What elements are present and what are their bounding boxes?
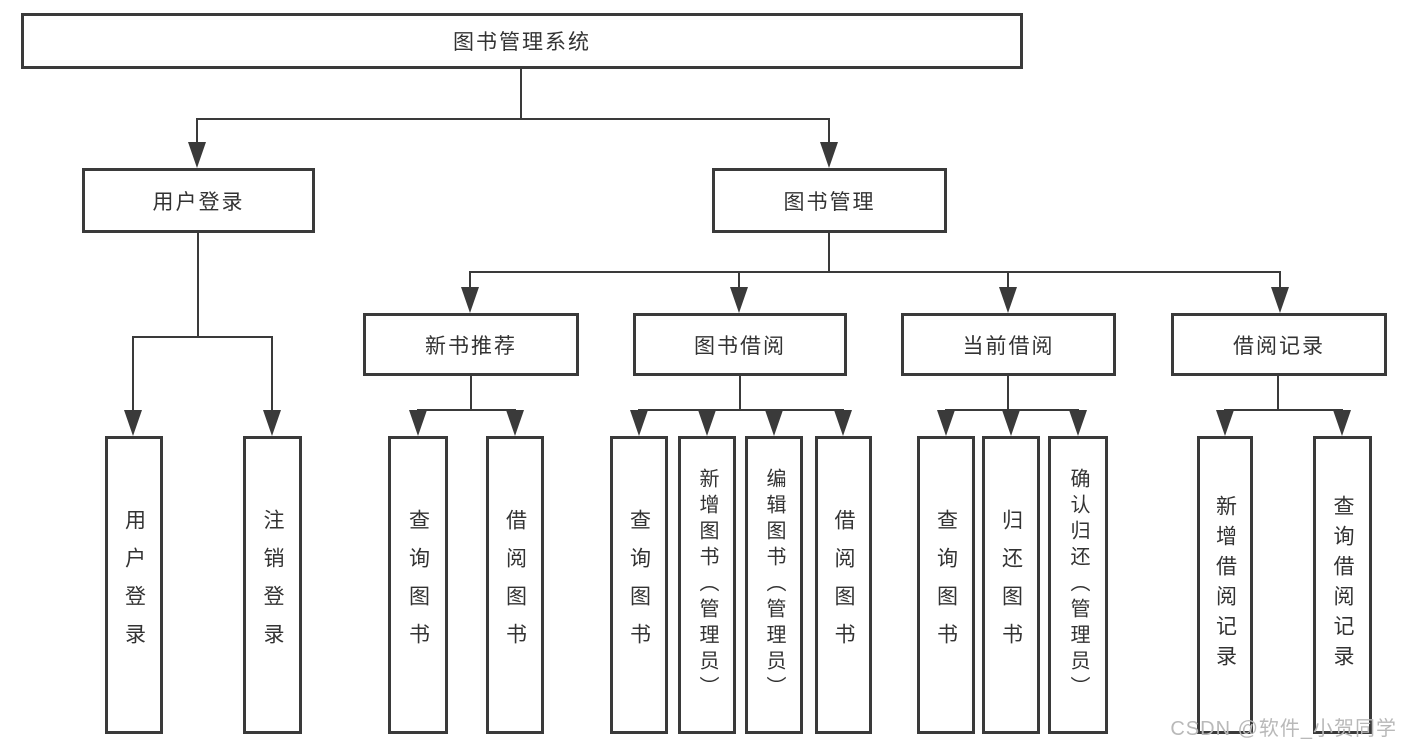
connector-v (196, 118, 198, 148)
arrow-down-icon (765, 410, 783, 436)
arrow-down-icon (1002, 410, 1020, 436)
node-book-borrowing: 图书借阅 (633, 313, 847, 376)
node-borrow-records: 借阅记录 (1171, 313, 1387, 376)
leaf-query-borrow-record: 查询借阅记录 (1313, 436, 1372, 734)
connector-v (1279, 271, 1281, 293)
connector-h (417, 409, 516, 411)
connector-v (271, 336, 273, 416)
arrow-down-icon (1271, 287, 1289, 313)
connector-h (132, 336, 273, 338)
connector-v (828, 233, 830, 271)
leaf-return-books: 归还图书 (982, 436, 1040, 734)
leaf-add-borrow-record: 新增借阅记录 (1197, 436, 1253, 734)
connector-v (520, 69, 522, 119)
node-current-borrowing: 当前借阅 (901, 313, 1116, 376)
connector-v (828, 118, 830, 148)
arrow-down-icon (1333, 410, 1351, 436)
connector-h (469, 271, 1281, 273)
connector-h (1224, 409, 1343, 411)
arrow-down-icon (461, 287, 479, 313)
connector-v (132, 336, 134, 416)
arrow-down-icon (937, 410, 955, 436)
connector-v (470, 376, 472, 409)
watermark: CSDN @软件_小贺同学 (1170, 718, 1397, 740)
arrow-down-icon (506, 410, 524, 436)
arrow-down-icon (409, 410, 427, 436)
connector-v (469, 271, 471, 293)
leaf-query-books-recommend: 查询图书 (388, 436, 448, 734)
arrow-down-icon (1069, 410, 1087, 436)
arrow-down-icon (630, 410, 648, 436)
connector-v (739, 376, 741, 409)
connector-v (738, 271, 740, 293)
arrow-down-icon (263, 410, 281, 436)
arrow-down-icon (188, 142, 206, 168)
node-user-login: 用户登录 (82, 168, 315, 233)
arrow-down-icon (730, 287, 748, 313)
connector-v (197, 233, 199, 336)
leaf-confirm-return-admin: 确认归还（管理员） (1048, 436, 1108, 734)
connector-h (196, 118, 830, 120)
arrow-down-icon (698, 410, 716, 436)
leaf-edit-books-admin: 编辑图书（管理员） (745, 436, 803, 734)
leaf-add-books-admin: 新增图书（管理员） (678, 436, 736, 734)
connector-h (638, 409, 844, 411)
node-library-system: 图书管理系统 (21, 13, 1023, 69)
leaf-borrow-books-borrowing: 借阅图书 (815, 436, 872, 734)
connector-v (1277, 376, 1279, 409)
connector-v (1007, 271, 1009, 293)
connector-v (1007, 376, 1009, 409)
leaf-query-books-current: 查询图书 (917, 436, 975, 734)
arrow-down-icon (820, 142, 838, 168)
arrow-down-icon (834, 410, 852, 436)
node-new-book-recommend: 新书推荐 (363, 313, 579, 376)
arrow-down-icon (999, 287, 1017, 313)
arrow-down-icon (1216, 410, 1234, 436)
leaf-borrow-books-recommend: 借阅图书 (486, 436, 544, 734)
arrow-down-icon (124, 410, 142, 436)
node-book-management: 图书管理 (712, 168, 947, 233)
leaf-query-books-borrowing: 查询图书 (610, 436, 668, 734)
leaf-logout: 注销登录 (243, 436, 302, 734)
leaf-user-login: 用户登录 (105, 436, 163, 734)
